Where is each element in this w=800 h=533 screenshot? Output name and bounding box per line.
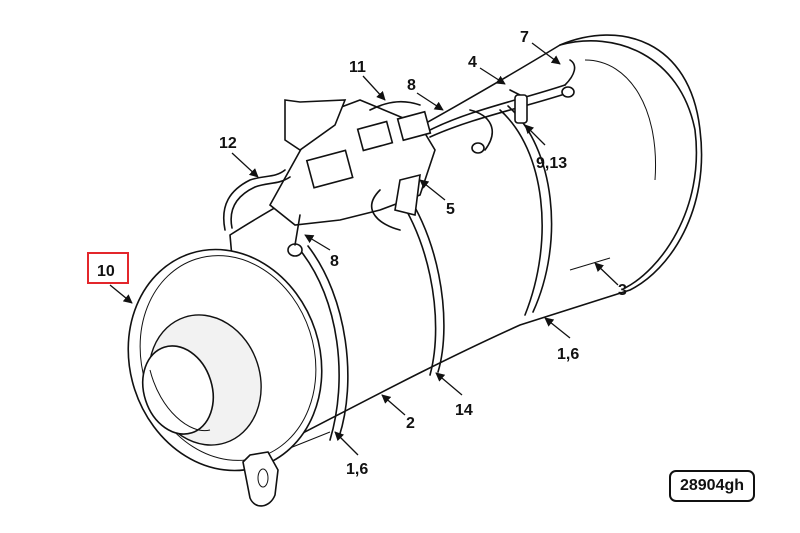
callout-8-top: 8 — [407, 77, 416, 94]
leader-1-6-bottom — [334, 431, 359, 456]
leader-7 — [531, 42, 561, 65]
callout-5: 5 — [446, 201, 455, 218]
sensor-tubing — [223, 59, 576, 257]
leader-9-13 — [524, 124, 546, 146]
callout-1-6-right: 1,6 — [557, 346, 579, 363]
callout-4: 4 — [468, 54, 477, 71]
callout-8-mid: 8 — [330, 253, 339, 270]
callout-12: 12 — [219, 135, 237, 152]
callout-9-13: 9,13 — [536, 155, 567, 172]
leader-3 — [594, 262, 619, 286]
leader-11 — [362, 75, 386, 101]
callout-7: 7 — [520, 29, 529, 46]
leader-2 — [381, 394, 406, 416]
leader-5 — [419, 179, 446, 201]
callout-3: 3 — [618, 282, 627, 299]
sensor-bracket — [268, 99, 436, 231]
leader-10 — [109, 284, 133, 304]
leader-14 — [435, 372, 463, 396]
callout-1-6-bottom: 1,6 — [346, 461, 368, 478]
callout-labels: 10 12 11 8 4 7 9,13 5 8 3 1,6 14 2 1,6 — [97, 29, 627, 478]
mounting-tab — [242, 451, 279, 507]
leader-8-mid — [304, 234, 331, 251]
callout-10: 10 — [97, 263, 115, 280]
inlet-end-cap — [127, 248, 323, 472]
callout-11: 11 — [349, 59, 366, 76]
leader-12 — [231, 152, 259, 178]
leader-8-top — [416, 92, 444, 111]
leader-lines — [109, 42, 619, 456]
callout-14: 14 — [455, 402, 473, 419]
figure-id-label: 28904gh — [669, 470, 755, 502]
leader-1-6-right — [544, 317, 571, 339]
callout-10-highlight-box — [87, 252, 129, 284]
leader-4 — [479, 67, 506, 85]
callout-2: 2 — [406, 415, 415, 432]
